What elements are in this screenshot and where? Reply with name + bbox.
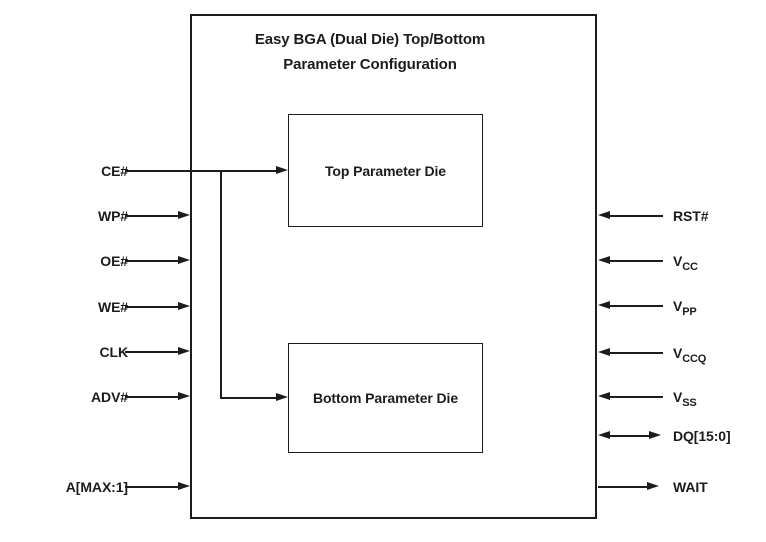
vss-signal-line	[609, 396, 663, 398]
vss-label-text: V	[673, 389, 683, 405]
ce-signal-line	[125, 170, 277, 172]
rst-signal-line	[609, 215, 663, 217]
top-parameter-die-label: Top Parameter Die	[325, 162, 446, 179]
bottom-parameter-die-label: Bottom Parameter Die	[312, 390, 459, 406]
dq-label-text: DQ[15:0]	[673, 428, 731, 444]
dq-signal-line	[609, 435, 650, 437]
vccq-signal-line	[609, 352, 663, 354]
diagram-title-line1: Easy BGA (Dual Die) Top/Bottom	[254, 31, 486, 48]
wait-label-text: WAIT	[673, 479, 708, 495]
wait-signal-line	[598, 486, 648, 488]
oe-arrow-right-icon	[178, 256, 190, 264]
wait-arrow-right-icon	[647, 482, 659, 490]
vss-arrow-left-icon	[598, 392, 610, 400]
clk-arrow-right-icon	[178, 347, 190, 355]
right-signal-dq-label: DQ[15:0]	[673, 428, 731, 444]
clk-signal-line	[125, 351, 179, 353]
left-signal-wp-label: WP#	[97, 208, 128, 224]
right-signal-vcc-label: VCC	[673, 253, 698, 272]
left-signal-clk-label: CLK	[99, 344, 129, 360]
vpp-arrow-left-icon	[598, 301, 610, 309]
oe-signal-line	[125, 260, 179, 262]
wp-signal-line	[125, 215, 179, 217]
right-signal-vpp-label: VPP	[673, 298, 697, 317]
vcc-label-sub: CC	[682, 260, 698, 273]
vcc-label-text: V	[673, 253, 683, 269]
left-signal-oe-label: OE#	[100, 253, 128, 269]
left-signal-adv-label: ADV#	[91, 389, 128, 405]
adv-signal-line	[125, 396, 179, 398]
diagram-title-line2: Parameter Configuration	[283, 56, 457, 73]
vccq-label-text: V	[673, 345, 683, 361]
left-signal-we-label: WE#	[97, 299, 128, 315]
we-signal-line	[125, 306, 179, 308]
right-signal-vccq-label: VCCQ	[673, 345, 706, 364]
vccq-label-sub: CCQ	[682, 352, 707, 365]
bottom-parameter-die-box: Bottom Parameter Die	[288, 343, 483, 453]
ce-branch-arrow-right-icon	[276, 393, 288, 401]
ce-branch-horizontal-line	[220, 397, 277, 399]
rst-label-text: RST#	[673, 208, 709, 224]
dq-arrow-left-icon	[598, 431, 610, 439]
address-signal-line	[125, 486, 179, 488]
vcc-signal-line	[609, 260, 663, 262]
right-signal-rst-label: RST#	[673, 208, 708, 224]
ce-arrow-right-icon	[276, 166, 288, 174]
address-arrow-right-icon	[178, 482, 190, 490]
right-signal-wait-label: WAIT	[673, 479, 708, 495]
vcc-arrow-left-icon	[598, 256, 610, 264]
rst-arrow-left-icon	[598, 211, 610, 219]
we-arrow-right-icon	[178, 302, 190, 310]
left-signal-address-label: A[MAX:1]	[65, 479, 128, 495]
top-parameter-die-box: Top Parameter Die	[288, 114, 483, 227]
vpp-signal-line	[609, 305, 663, 307]
wp-arrow-right-icon	[178, 211, 190, 219]
ce-branch-vertical-line	[220, 170, 222, 398]
vpp-label-sub: PP	[682, 305, 697, 318]
adv-arrow-right-icon	[178, 392, 190, 400]
vss-label-sub: SS	[682, 396, 697, 409]
diagram-title: Easy BGA (Dual Die) Top/Bottom Parameter…	[190, 27, 550, 77]
right-signal-vss-label: VSS	[673, 389, 697, 408]
left-signal-ce-label: CE#	[101, 163, 128, 179]
dq-arrow-right-icon	[649, 431, 661, 439]
vccq-arrow-left-icon	[598, 348, 610, 356]
vpp-label-text: V	[673, 298, 683, 314]
